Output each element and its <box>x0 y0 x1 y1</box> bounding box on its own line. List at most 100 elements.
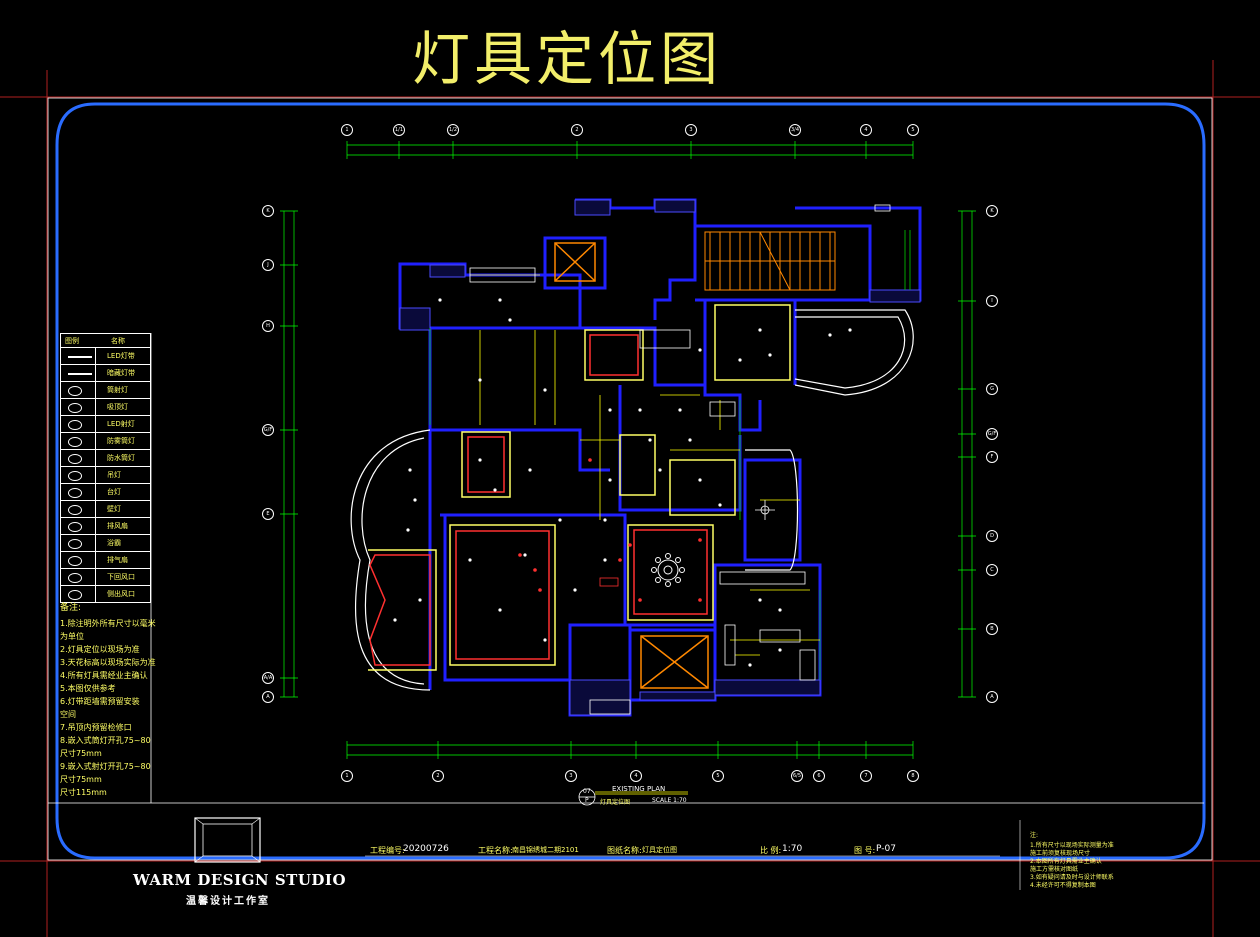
legend-symbol-icon <box>68 386 82 396</box>
legend-item-name: 筒射灯 <box>107 386 128 394</box>
drawing-caption-bubble <box>578 788 688 806</box>
note-line: 4.所有灯具需经业主确认 <box>60 671 148 680</box>
grid-bubble-top: 1 <box>341 124 353 136</box>
note-line: 9.嵌入式射灯开孔75~80 <box>60 762 151 771</box>
staircase <box>704 231 836 291</box>
grid-bubble-bottom: 2 <box>432 770 444 782</box>
legend-separator <box>95 348 96 365</box>
scale-value: 1:70 <box>782 844 803 854</box>
grid-bubble-top: 1/2 <box>447 124 459 136</box>
right-notes-title: 注: <box>1030 832 1039 839</box>
bubble-bottom: P <box>585 797 589 804</box>
legend-separator <box>95 586 96 603</box>
wall-hatch <box>399 199 921 716</box>
left-dimension-chain <box>280 210 298 698</box>
light-fixtures <box>393 298 852 667</box>
legend-separator <box>95 501 96 518</box>
legend-item-name: 暗藏灯带 <box>107 369 135 377</box>
top-dimension-chain <box>346 141 914 159</box>
legend-symbol-icon <box>68 420 82 430</box>
grid-bubble-top: 3/4 <box>789 124 801 136</box>
note-line: 6.灯带距墙需预留安装 <box>60 697 140 706</box>
legend-item-name: 排气扇 <box>107 556 128 564</box>
legend-item-name: 防水筒灯 <box>107 454 135 462</box>
ceiling-outlines <box>368 304 791 671</box>
project-no-label: 工程编号: <box>370 846 405 855</box>
legend-row: 壁灯 <box>60 501 151 518</box>
project-name: 南昌锦绣城二期2101 <box>512 846 579 854</box>
grid-bubble-bottom: 6 <box>813 770 825 782</box>
grid-bubble-right: A <box>986 691 998 703</box>
right-note-line: 1.所有尺寸以现场实际测量为准 <box>1030 842 1114 849</box>
grid-bubble-bottom: 5 <box>712 770 724 782</box>
legend-symbol-icon <box>68 454 82 464</box>
legend-row: 排风扇 <box>60 518 151 535</box>
legend-symbol-icon <box>68 556 82 566</box>
right-note-line: 4.未经许可不得复制本图 <box>1030 882 1096 889</box>
legend-header-name: 名称 <box>111 337 125 345</box>
appliance-symbols <box>469 204 891 715</box>
legend-separator <box>95 450 96 467</box>
notes-title: 备注: <box>60 603 82 613</box>
note-line: 1.除注明外所有尺寸以毫米 <box>60 619 156 628</box>
grid-bubble-bottom: 1 <box>341 770 353 782</box>
grid-bubble-left: A/A <box>262 672 274 684</box>
grid-bubble-left: G/F <box>262 424 274 436</box>
legend-row: 吊灯 <box>60 467 151 484</box>
legend-item-name: LED射灯 <box>107 420 135 428</box>
right-note-line: 2.本图所有灯具需业主确认 <box>1030 858 1102 865</box>
legend-row: 暗藏灯带 <box>60 365 151 382</box>
legend-symbol-icon <box>68 437 82 447</box>
legend-row: 浴霸 <box>60 535 151 552</box>
legend-symbol-icon <box>68 590 82 600</box>
legend-separator <box>95 552 96 569</box>
grid-bubble-left: H <box>262 320 274 332</box>
elevator-shafts <box>554 242 709 689</box>
grid-bubble-right: F <box>986 451 998 463</box>
grid-bubble-left: J <box>262 259 274 271</box>
legend-separator <box>95 416 96 433</box>
legend-separator <box>95 484 96 501</box>
legend-item-name: 吸顶灯 <box>107 403 128 411</box>
legend-row: 防雾筒灯 <box>60 433 151 450</box>
legend-header-symbol: 图例 <box>65 337 79 345</box>
legend-separator <box>95 467 96 484</box>
legend-symbol-icon <box>68 403 82 413</box>
legend-item-name: 壁灯 <box>107 505 121 513</box>
studio-name-en: WARM DESIGN STUDIO <box>133 871 347 889</box>
note-line: 8.嵌入式筒灯开孔75~80 <box>60 736 151 745</box>
grid-bubble-right: G/F <box>986 428 998 440</box>
legend-symbol-icon <box>68 539 82 549</box>
sheet-label: 图 号: <box>854 846 876 855</box>
legend-symbol-icon <box>68 356 92 358</box>
grid-bubble-top: 5 <box>907 124 919 136</box>
right-note-line: 3.如有疑问请及时与设计师联系 <box>1030 874 1114 881</box>
grid-bubble-right: G <box>986 383 998 395</box>
legend-item-name: 防雾筒灯 <box>107 437 135 445</box>
legend-item-name: 下回风口 <box>107 573 135 581</box>
note-line: 尺寸115mm <box>60 788 107 797</box>
legend-row: 吸顶灯 <box>60 399 151 416</box>
sheet-frame <box>0 60 1260 937</box>
drawing-name-label: 图纸名称: <box>607 846 642 855</box>
legend-separator <box>95 365 96 382</box>
legend-item-name: 排风扇 <box>107 522 128 530</box>
legend-separator <box>95 433 96 450</box>
grid-bubble-bottom: 7 <box>860 770 872 782</box>
legend-row: 筒射灯 <box>60 382 151 399</box>
legend-item-name: LED灯带 <box>107 352 135 360</box>
sheet-number: P-07 <box>876 844 896 854</box>
grid-bubble-left: E <box>262 508 274 520</box>
studio-name-cn: 温馨设计工作室 <box>186 896 270 907</box>
legend-separator <box>95 569 96 586</box>
legend-separator <box>95 518 96 535</box>
legend-item-name: 台灯 <box>107 488 121 496</box>
legend-symbol-icon <box>68 573 82 583</box>
legend-header: 图例 名称 <box>60 333 151 348</box>
bubble-top: 07 <box>583 788 591 795</box>
legend-symbol-icon <box>68 488 82 498</box>
note-line: 尺寸75mm <box>60 775 102 784</box>
legend-row: LED灯带 <box>60 348 151 365</box>
